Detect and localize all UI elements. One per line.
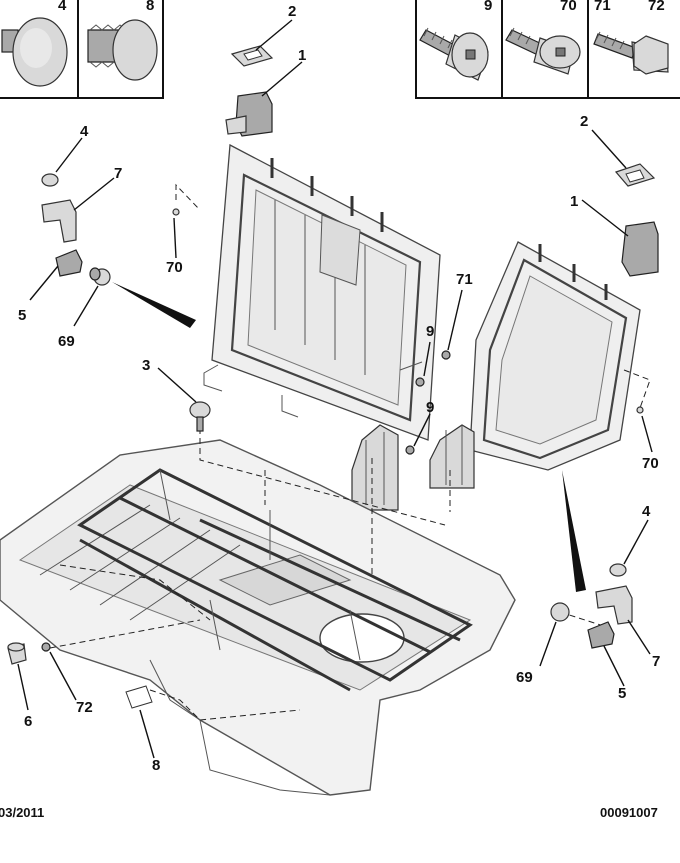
- callout-69-left: 69: [58, 333, 75, 350]
- callout-6: 6: [24, 713, 32, 730]
- screw-part-72: [41, 642, 51, 652]
- leader-lines: [17, 19, 653, 759]
- callout-7-left: 7: [114, 165, 122, 182]
- assembly-lines: [49, 183, 651, 721]
- inset-label-4: 4: [58, 0, 67, 14]
- bolt-part-70-left: [172, 208, 180, 216]
- callout-9-upper: 9: [426, 323, 434, 340]
- bracket-part-7-right: [595, 585, 633, 625]
- pointer-wedge-right: [562, 470, 586, 592]
- bolt-part-9: [419, 27, 489, 81]
- seat-back-left: [203, 45, 441, 511]
- bolt-part-9-upper: [415, 377, 425, 387]
- callout-69-right: 69: [516, 669, 533, 686]
- bolt-part-71-72: [593, 31, 669, 75]
- seat-back-right: [429, 163, 659, 489]
- callout-70-left: 70: [166, 259, 183, 276]
- clip-part-8: [87, 19, 158, 81]
- callout-9-lower: 9: [426, 399, 434, 416]
- callout-5-left: 5: [18, 307, 26, 324]
- callout-1-left: 1: [298, 47, 306, 64]
- bushing-part-69-left: [89, 267, 111, 286]
- callouts: 2 1 2 1 4 7 5 69 70 3 71 9 9 70 4 7 69 5…: [18, 3, 660, 774]
- callout-1-right: 1: [570, 193, 578, 210]
- latch-part-1-right: [621, 221, 659, 277]
- clip-part-4-right: [609, 563, 627, 577]
- clip-part-4: [1, 17, 68, 87]
- inset-box-right: 9 70 71 72: [415, 0, 680, 99]
- inset-label-8: 8: [146, 0, 154, 14]
- inset-box-left: 4 8: [0, 0, 164, 99]
- callout-4-right: 4: [642, 503, 651, 520]
- bolt-part-70: [505, 27, 581, 75]
- callout-2-left: 2: [288, 3, 296, 20]
- footer-date: 03/2011: [0, 805, 44, 820]
- pad-part-8: [125, 685, 153, 709]
- callout-4-left: 4: [80, 123, 89, 140]
- bracket-part-5-left: [55, 249, 83, 277]
- bracket-part-5-right: [587, 621, 615, 649]
- callout-5-right: 5: [618, 685, 626, 702]
- bolt-part-71: [441, 350, 451, 360]
- inset-label-71: 71: [594, 0, 611, 14]
- bushing-part-69-right: [550, 602, 570, 622]
- bolt-part-9-lower: [405, 445, 415, 455]
- inset-label-70: 70: [560, 0, 577, 14]
- plug-part-6: [7, 642, 27, 665]
- inset-label-9: 9: [484, 0, 492, 14]
- bracket-part-7-left: [41, 199, 77, 243]
- callout-8: 8: [152, 757, 160, 774]
- callout-72: 72: [76, 699, 93, 716]
- pointer-wedge-left: [112, 282, 196, 328]
- callout-70-right: 70: [642, 455, 659, 472]
- bolt-part-70-right: [636, 406, 644, 414]
- floor-pan: [0, 439, 516, 796]
- callout-2-right: 2: [580, 113, 588, 130]
- callout-3: 3: [142, 357, 150, 374]
- callout-7-right: 7: [652, 653, 660, 670]
- clip-part-4-left: [41, 173, 59, 187]
- callout-71: 71: [456, 271, 473, 288]
- footer-ref: 00091007: [600, 805, 658, 820]
- inset-label-72: 72: [648, 0, 665, 14]
- push-clip-part-3: [189, 401, 211, 432]
- latch-part-1-left: [225, 91, 273, 137]
